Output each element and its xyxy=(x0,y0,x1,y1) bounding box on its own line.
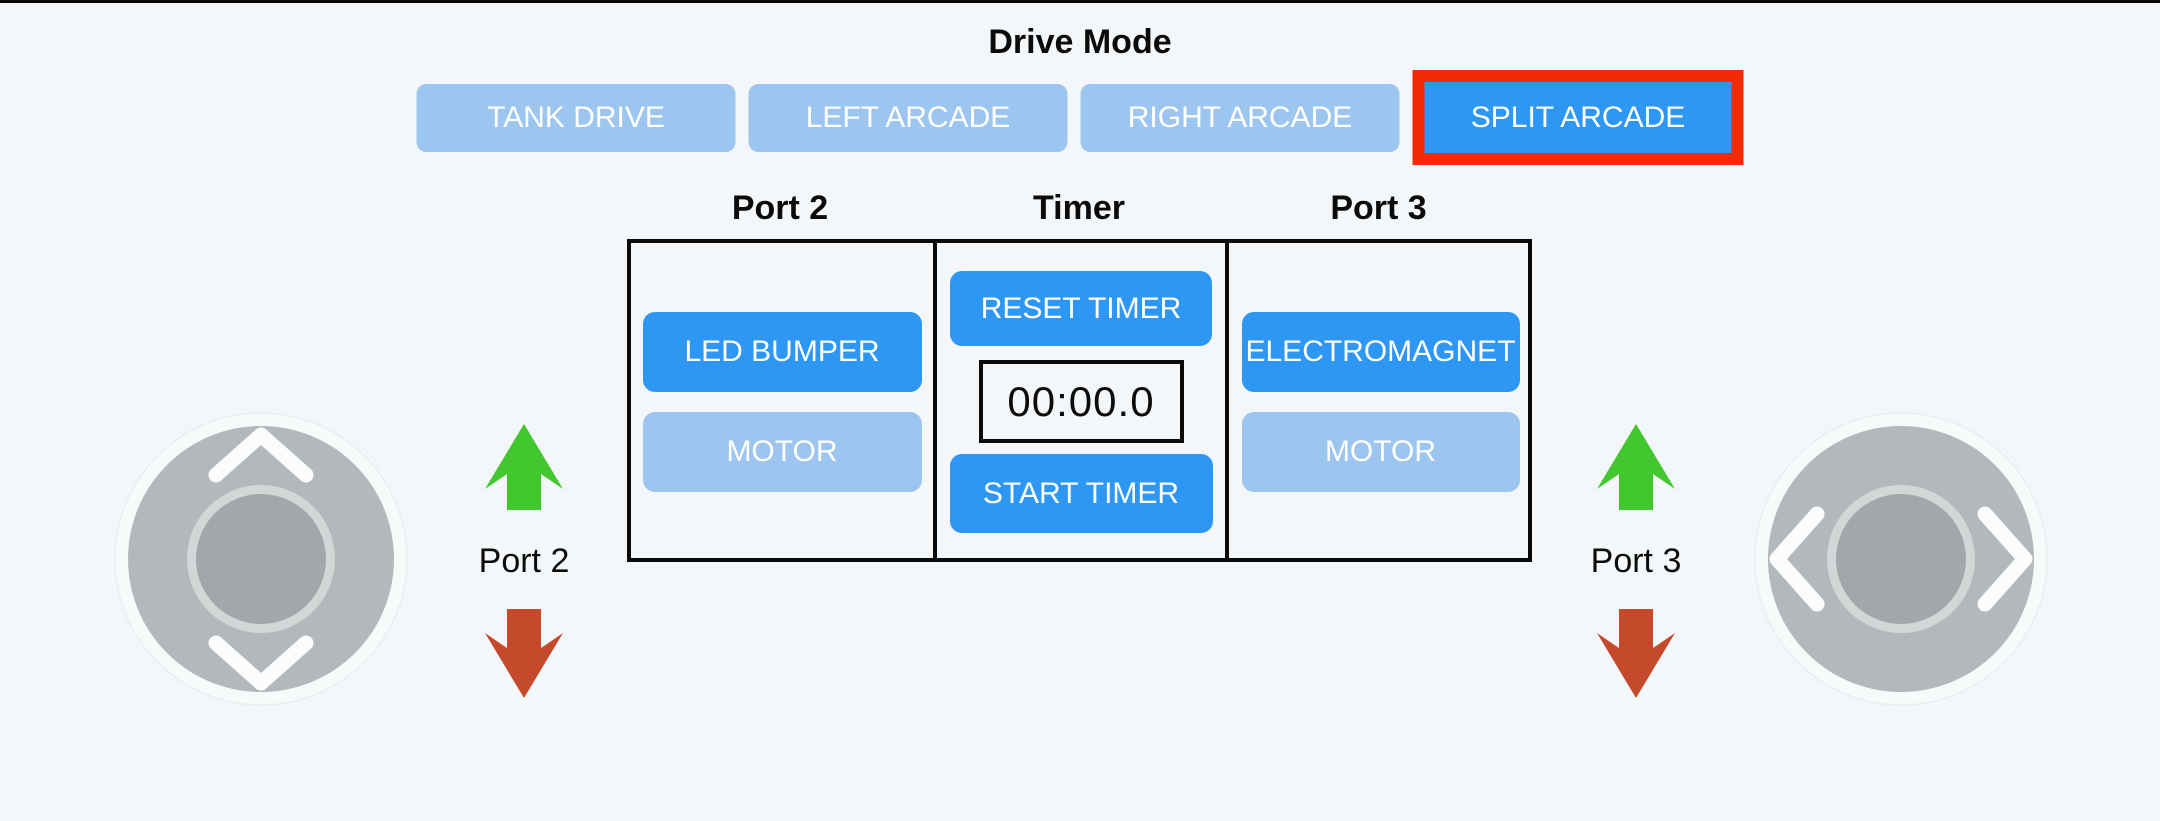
joystick-knob[interactable] xyxy=(1836,494,1966,624)
port2-direction-indicators: Port 2 xyxy=(463,424,585,698)
left-arcade-button[interactable]: LEFT ARCADE xyxy=(748,83,1068,152)
left-joystick[interactable] xyxy=(113,411,409,707)
split-arcade-button[interactable]: SPLIT ARCADE xyxy=(1412,70,1744,165)
timer-cell: RESET TIMER 00:00.0 START TIMER xyxy=(937,243,1225,558)
chevron-right-icon xyxy=(1977,506,2033,612)
port3-direction-indicators: Port 3 xyxy=(1575,424,1697,698)
start-timer-button[interactable]: START TIMER xyxy=(949,454,1213,533)
joystick-knob[interactable] xyxy=(196,494,326,624)
port3-motor-button[interactable]: MOTOR xyxy=(1241,412,1520,492)
port3-label: Port 3 xyxy=(1590,542,1682,580)
down-arrow-icon[interactable] xyxy=(485,609,563,698)
timer-column-header: Timer xyxy=(1033,189,1125,227)
port2-cell: LED BUMPER MOTOR xyxy=(631,243,933,558)
port3-column-header: Port 3 xyxy=(1330,189,1427,227)
chevron-down-icon xyxy=(208,635,314,691)
right-arcade-button[interactable]: RIGHT ARCADE xyxy=(1080,83,1400,152)
control-panel: LED BUMPER MOTOR RESET TIMER 00:00.0 STA… xyxy=(627,239,1532,562)
electromagnet-button[interactable]: ELECTROMAGNET xyxy=(1241,312,1520,392)
port2-motor-button[interactable]: MOTOR xyxy=(642,412,922,492)
port2-column-header: Port 2 xyxy=(731,189,829,227)
chevron-up-icon xyxy=(208,427,314,483)
reset-timer-button[interactable]: RESET TIMER xyxy=(950,271,1212,346)
right-joystick[interactable] xyxy=(1753,411,2049,707)
port3-cell: ELECTROMAGNET MOTOR xyxy=(1229,243,1532,558)
up-arrow-icon[interactable] xyxy=(1597,424,1675,510)
port2-label: Port 2 xyxy=(478,542,570,580)
page-title: Drive Mode xyxy=(988,23,1172,61)
column-divider xyxy=(1225,243,1229,558)
tank-drive-button[interactable]: TANK DRIVE xyxy=(416,83,736,152)
top-border xyxy=(0,0,2160,3)
drive-mode-button-row: TANK DRIVE LEFT ARCADE RIGHT ARCADE SPLI… xyxy=(416,70,1744,165)
chevron-left-icon xyxy=(1769,506,1825,612)
led-bumper-button[interactable]: LED BUMPER xyxy=(642,312,922,392)
down-arrow-icon[interactable] xyxy=(1597,609,1675,698)
panel-headers: Port 2 Timer Port 3 xyxy=(627,188,1532,228)
up-arrow-icon[interactable] xyxy=(485,424,563,510)
column-divider xyxy=(933,243,937,558)
timer-display: 00:00.0 xyxy=(978,360,1184,443)
